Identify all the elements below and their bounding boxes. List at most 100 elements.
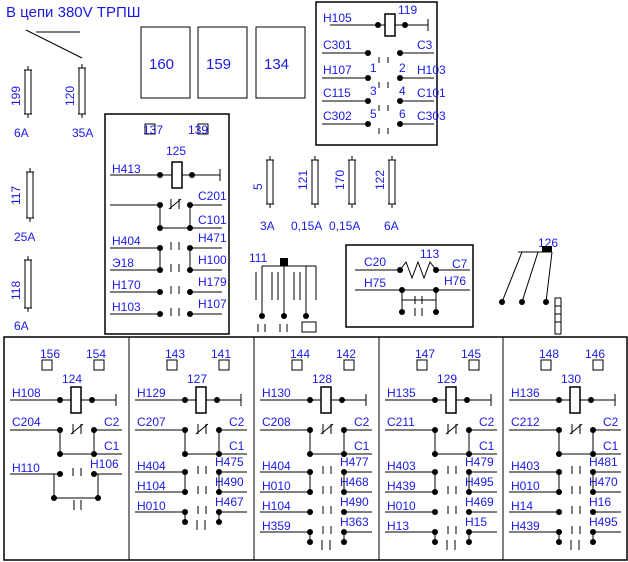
row-left-label: Н403: [511, 459, 540, 473]
fuse-id: 121: [296, 170, 310, 190]
right-label: С201: [198, 189, 227, 203]
fuse-rating: 3А: [260, 219, 275, 233]
svg-text:С20: С20: [364, 255, 386, 269]
panel-box-label: 159: [206, 56, 231, 73]
row-left-label: С204: [12, 415, 41, 429]
coil-label: Н129: [137, 386, 166, 400]
row-right-label: С2: [479, 415, 495, 429]
terminal-label: 137: [143, 123, 163, 137]
row-right-label: Н490: [340, 495, 369, 509]
panel-box-134: [255, 26, 306, 99]
switch-row-right-label: С3: [417, 38, 433, 52]
row-right-label: Н469: [465, 495, 494, 509]
panel-box-160: [140, 26, 191, 99]
coil-label: Н130: [262, 386, 291, 400]
component-111: 111: [249, 251, 317, 333]
row-left-label: Н010: [387, 499, 416, 513]
relay-id: 130: [561, 372, 581, 386]
left-label: Н404: [112, 234, 141, 248]
row-left-label: Н110: [12, 461, 40, 475]
row-right-label: С2: [603, 415, 619, 429]
coil-label: Н136: [511, 386, 540, 400]
fuse-id: 5: [251, 183, 265, 190]
fuse-rating: 6А: [14, 126, 29, 140]
row-left-label: Н104: [137, 479, 166, 493]
terminal-label: 148: [539, 347, 559, 361]
relay-id: 128: [312, 372, 332, 386]
top-boxes: 160 159 134: [140, 26, 306, 99]
terminal-label: 142: [336, 347, 356, 361]
row-right-label: Н470: [589, 475, 618, 489]
row-right-label: С1: [354, 439, 370, 453]
row-right-label: Н106: [90, 457, 119, 471]
row-left-label: Н404: [137, 459, 166, 473]
relay-id: 124: [62, 372, 82, 386]
fuse-id: 118: [9, 281, 23, 300]
right-label: С101: [198, 213, 227, 227]
coil-label: Н108: [12, 386, 41, 400]
row-left-label: Н439: [511, 519, 540, 533]
row-right-label: Н363: [340, 515, 369, 529]
row-right-label: Н475: [215, 455, 244, 469]
panel-box-label: 134: [264, 56, 289, 73]
row-left-label: Н359: [262, 519, 291, 533]
svg-text:Н75: Н75: [364, 276, 386, 290]
left-label: Н103: [112, 300, 141, 314]
row-right-label: Н477: [340, 455, 369, 469]
panel-box-159: [197, 26, 248, 99]
switch-row-left-label: С301: [323, 38, 352, 52]
fuse-id: 170: [333, 170, 347, 190]
row-left-label: Н439: [387, 479, 416, 493]
terminal-label: 143: [165, 347, 185, 361]
diagram-title: В цепи 380V ТРПШ: [6, 4, 141, 21]
coil-label: Н135: [387, 386, 416, 400]
coil-label: Н413: [112, 162, 141, 176]
row-right-label: Н16: [589, 495, 611, 509]
row-left-label: Н403: [387, 459, 416, 473]
switch-row-left-label: Н107: [323, 63, 352, 77]
left-label: Н170: [112, 278, 141, 292]
main-switch: [25, 29, 83, 59]
fuse-id: 122: [373, 170, 387, 190]
terminal-label: 144: [290, 347, 310, 361]
row-left-label: Н104: [262, 499, 291, 513]
switch-contact-number: 4: [399, 84, 406, 98]
row-right-label: Н481: [589, 455, 618, 469]
fuse-id: 199: [9, 86, 23, 106]
row-right-label: Н490: [215, 475, 244, 489]
fuse-rating: 6А: [14, 319, 29, 333]
row-right-label: Н468: [340, 475, 369, 489]
terminal-label: 139: [188, 123, 208, 137]
fuse-rating: 6А: [384, 219, 399, 233]
switch-contact-number: 3: [370, 84, 377, 98]
switch-row-right-label: Н103: [417, 63, 446, 77]
relay-input-label: Н105: [323, 11, 352, 25]
switch-contact-number: 1: [370, 61, 377, 75]
svg-text:С7: С7: [452, 257, 468, 271]
panel-box-label: 160: [149, 56, 174, 73]
row-right-label: С1: [479, 439, 495, 453]
fuse-rating: 0,15А: [329, 219, 360, 233]
terminal-label: 156: [40, 347, 60, 361]
switch-contact-number: 5: [370, 107, 377, 121]
fuse-rating: 35А: [72, 126, 93, 140]
fuse-id: 120: [63, 86, 77, 106]
row-left-label: С212: [511, 415, 540, 429]
right-label: Н100: [198, 253, 227, 267]
row-right-label: С2: [354, 415, 370, 429]
relay-panel-113: С20 113 С7 Н75 Н76: [345, 244, 474, 328]
relay-id: 129: [437, 372, 457, 386]
row-right-label: С1: [603, 439, 619, 453]
switch-row-right-label: С101: [417, 86, 446, 100]
fuse-rating: 0,15А: [291, 219, 322, 233]
row-right-label: С2: [229, 415, 245, 429]
row-left-label: С211: [387, 415, 415, 429]
switch-row-left-label: С115: [323, 86, 351, 100]
relay-id: 127: [187, 372, 207, 386]
terminal-label: 154: [86, 347, 106, 361]
switch-contact-number: 2: [399, 61, 406, 75]
